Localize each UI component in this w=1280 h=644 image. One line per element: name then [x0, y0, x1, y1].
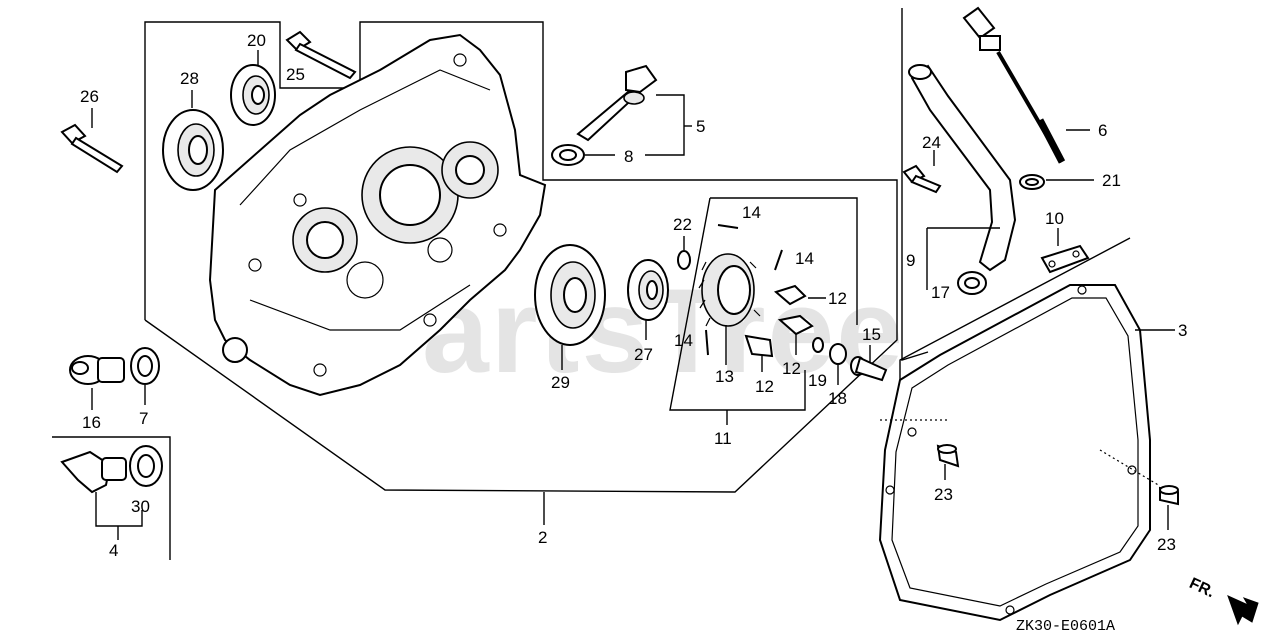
bearing-27: [627, 259, 669, 321]
crankcase-cover: [208, 33, 547, 397]
callout-2[interactable]: 2: [538, 528, 547, 547]
callout-6[interactable]: 6: [1098, 121, 1107, 140]
callout-10[interactable]: 10: [1045, 209, 1064, 228]
bolt-15: [850, 356, 888, 382]
dipstick-6: [962, 6, 1066, 164]
governor-gear-13: [698, 253, 761, 327]
callout-14b[interactable]: 14: [795, 249, 814, 268]
callout-24[interactable]: 24: [922, 133, 941, 152]
callout-15[interactable]: 15: [862, 325, 881, 344]
callout-22[interactable]: 22: [673, 215, 692, 234]
callout-20[interactable]: 20: [247, 31, 266, 50]
callout-12c[interactable]: 12: [782, 359, 801, 378]
o-ring-21: [1019, 174, 1045, 190]
collar-18: [829, 343, 847, 365]
callout-21[interactable]: 21: [1102, 171, 1121, 190]
front-direction-arrow: [1227, 595, 1259, 626]
callout-12b[interactable]: 12: [755, 377, 774, 396]
callout-19[interactable]: 19: [808, 371, 827, 390]
crankcase-cover-outline: [144, 21, 898, 525]
oil-level-sensor-5: [576, 64, 658, 142]
bearing-29: [534, 244, 606, 346]
callout-30[interactable]: 30: [131, 497, 150, 516]
callout-28[interactable]: 28: [180, 69, 199, 88]
callout-13[interactable]: 13: [715, 367, 734, 386]
o-ring-17: [957, 271, 987, 295]
callout-5[interactable]: 5: [696, 117, 705, 136]
clip-10: [1040, 244, 1090, 274]
callout-14a[interactable]: 14: [742, 203, 761, 222]
washer-19: [812, 337, 824, 353]
bolt-24: [902, 164, 942, 194]
callout-18[interactable]: 18: [828, 389, 847, 408]
callout-3[interactable]: 3: [1178, 321, 1187, 340]
callout-8[interactable]: 8: [624, 147, 633, 166]
pin-14b: [774, 249, 783, 271]
drawing-code: ZK30-E0601A: [1016, 618, 1115, 635]
dowel-pin-23b: [1159, 485, 1179, 506]
callout-7[interactable]: 7: [139, 409, 148, 428]
bearing-20: [230, 64, 276, 126]
gasket-3: [878, 284, 1151, 622]
pin-14c: [705, 329, 709, 356]
bolt-26: [60, 123, 124, 174]
oil-filler-tube-9: [908, 64, 1017, 272]
governor-weights-12: [744, 284, 814, 358]
callout-29[interactable]: 29: [551, 373, 570, 392]
oil-seal-8: [551, 144, 585, 166]
callout-4[interactable]: 4: [109, 541, 118, 560]
pin-14a: [717, 224, 739, 229]
drain-plug-16: [69, 355, 125, 385]
oil-seal-30: [129, 445, 163, 487]
callout-25[interactable]: 25: [286, 65, 305, 84]
callout-9[interactable]: 9: [906, 251, 915, 270]
callout-17[interactable]: 17: [931, 283, 950, 302]
washer-22: [677, 250, 691, 270]
callout-14c[interactable]: 14: [674, 331, 693, 350]
callout-16[interactable]: 16: [82, 413, 101, 432]
bearing-28: [162, 109, 224, 191]
callout-23b[interactable]: 23: [1157, 535, 1176, 554]
callout-23a[interactable]: 23: [934, 485, 953, 504]
callout-12a[interactable]: 12: [828, 289, 847, 308]
washer-7: [130, 347, 160, 385]
oil-filler-cap-4: [60, 450, 127, 494]
bolt-25: [285, 30, 357, 80]
callout-27[interactable]: 27: [634, 345, 653, 364]
dowel-pin-23a: [936, 444, 960, 468]
front-direction-label: FR.: [1187, 575, 1218, 601]
callout-26[interactable]: 26: [80, 87, 99, 106]
callout-11[interactable]: 11: [714, 429, 732, 448]
